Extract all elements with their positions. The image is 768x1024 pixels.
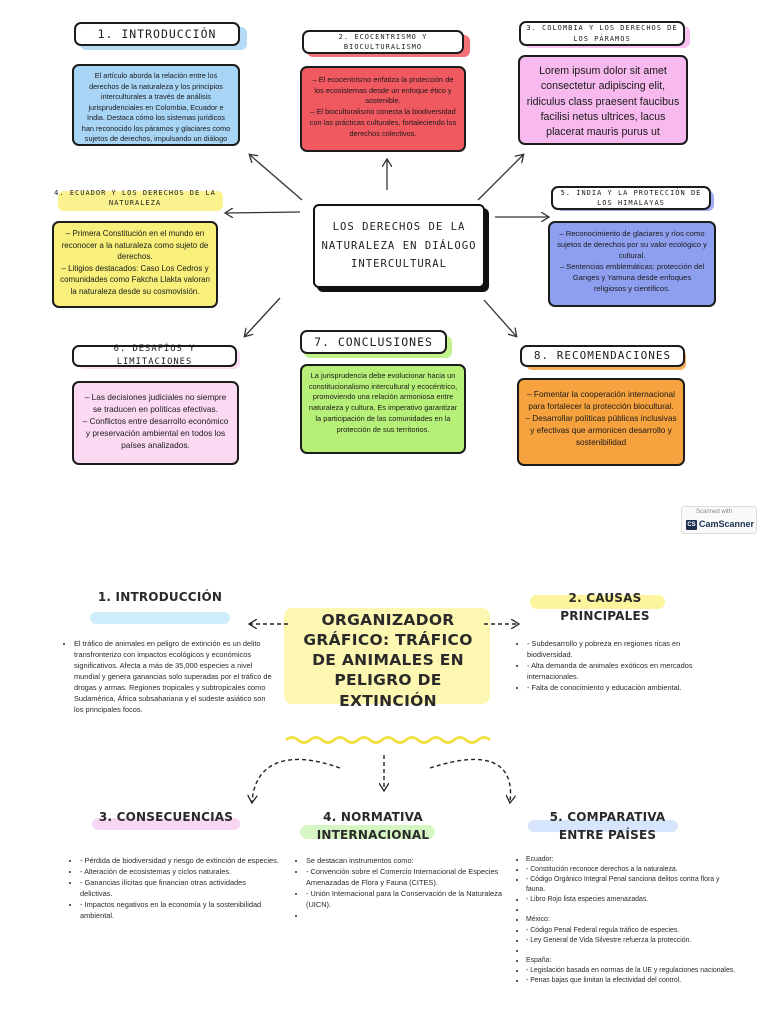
arrow-to-node-8 xyxy=(483,299,516,336)
section-3-item: - Pérdida de biodiversidad y riesgo de e… xyxy=(80,856,280,867)
node-8-body: – Fomentar la cooperación internacional … xyxy=(525,389,677,448)
node-5-body: – Reconocimiento de glaciares y ríos com… xyxy=(557,229,707,293)
section-5-item: - Penas bajas que limitan la efectividad… xyxy=(526,976,736,986)
section-5-item: - Legislación basada en normas de la UE … xyxy=(526,966,736,976)
node-3-body: Lorem ipsum dolor sit amet consectetur a… xyxy=(526,65,680,143)
section-5-item: España: xyxy=(526,956,736,966)
section-2-title: 2. CAUSAS PRINCIPALES xyxy=(560,591,650,623)
node-4-title: 4. ECUADOR Y LOS DERECHOS DE LA NATURALE… xyxy=(54,188,216,207)
arrow-to-node-4 xyxy=(226,212,301,213)
camscanner-logo-icon: CS xyxy=(686,520,697,530)
section-5-item: - Constitución reconoce derechos a la na… xyxy=(526,865,736,875)
section-1-title: 1. INTRODUCCIÓN xyxy=(97,590,223,604)
wavy-divider xyxy=(285,736,491,744)
organizer-title: ORGANIZADOR GRÁFICO: TRÁFICO DE ANIMALES… xyxy=(303,611,473,710)
node-1-card: El artículo aborda la relación entre los… xyxy=(72,64,240,146)
node-6-body: – Las decisiones judiciales no siempre s… xyxy=(82,392,229,451)
arrow-to-node-1 xyxy=(250,155,303,201)
section-5-item: México: xyxy=(526,915,736,925)
section-3-item: - Ganancias ilícitas que financian otras… xyxy=(80,878,280,900)
node-7-body: La jurisprudencia debe evolucionar hacia… xyxy=(308,371,458,434)
section-3-item: - Impactos negativos en la economía y la… xyxy=(80,900,280,922)
section-2-item: - Subdesarrollo y pobreza en regiones ri… xyxy=(527,639,727,661)
node-1-body: El artículo aborda la relación entre los… xyxy=(81,71,231,144)
section-4-item: - Unión Internacional para la Conservaci… xyxy=(306,889,506,911)
node-4-card: – Primera Constitución en el mundo en re… xyxy=(52,221,218,308)
section-1-item: El tráfico de animales en peligro de ext… xyxy=(74,639,274,716)
node-7-title: 7. CONCLUSIONES xyxy=(300,330,447,354)
node-3-title: 3. COLOMBIA Y LOS DERECHOS DE LOS PÁRAMO… xyxy=(519,21,685,46)
node-2-title: 2. ECOCENTRISMO Y BIOCULTURALISMO xyxy=(302,30,464,54)
section-2-list: - Subdesarrollo y pobreza en regiones ri… xyxy=(513,639,727,694)
node-8-card: – Fomentar la cooperación internacional … xyxy=(517,378,685,466)
section-3-list: - Pérdida de biodiversidad y riesgo de e… xyxy=(66,856,280,922)
mindmap-center-title: LOS DERECHOS DE LA NATURALEZA EN DIÁLOGO… xyxy=(313,204,485,288)
section-5-item: - Libro Rojo lista especies amenazadas. xyxy=(526,895,736,905)
node-3-card: Lorem ipsum dolor sit amet consectetur a… xyxy=(518,55,688,145)
node-7-card: La jurisprudencia debe evolucionar hacia… xyxy=(300,364,466,454)
section-4-item xyxy=(306,911,506,922)
node-1-title: 1. INTRODUCCIÓN xyxy=(74,22,240,46)
section-2-item: - Falta de conocimiento y educación ambi… xyxy=(527,683,727,694)
organizer-arrows xyxy=(0,580,768,820)
section-5-title: 5. COMPARATIVA ENTRE PAÍSES xyxy=(549,810,666,842)
section-5-item xyxy=(526,946,736,956)
arrow-to-node-3 xyxy=(477,155,523,201)
section-3-title: 3. CONSECUENCIAS xyxy=(98,810,234,824)
camscanner-brand: CamScanner xyxy=(699,519,755,529)
node-6-title: 6. DESAFÍOS Y LIMITACIONES xyxy=(72,344,237,367)
camscanner-label: Scanned with xyxy=(696,509,733,515)
section-5-list: Ecuador: - Constitución reconoce derecho… xyxy=(512,855,736,986)
node-6-card: – Las decisiones judiciales no siempre s… xyxy=(72,381,239,465)
arrow-to-node-6 xyxy=(245,297,281,336)
node-8-title: 8. RECOMENDACIONES xyxy=(520,345,685,367)
section-5-item: Ecuador: xyxy=(526,855,736,865)
section-2-item: - Alta demanda de animales exóticos en m… xyxy=(527,661,727,683)
node-2-body: – El ecocentrismo enfatiza la protección… xyxy=(309,75,457,138)
node-2-card: – El ecocentrismo enfatiza la protección… xyxy=(300,66,466,152)
section-4-item: - Convención sobre el Comercio Internaci… xyxy=(306,867,506,889)
section-5-item: - Código Orgánico Integral Penal sancion… xyxy=(526,875,736,895)
section-4-item: Se destacan instrumentos como: xyxy=(306,856,506,867)
section-1-list: El tráfico de animales en peligro de ext… xyxy=(60,639,274,716)
section-3-item: - Alteración de ecosistemas y ciclos nat… xyxy=(80,867,280,878)
section-4-title: 4. NORMATIVA INTERNACIONAL xyxy=(316,810,430,842)
section-5-item: - Código Penal Federal regula tráfico de… xyxy=(526,926,736,936)
camscanner-badge: Scanned with CS CamScanner xyxy=(681,506,757,534)
section-5-item: - Ley General de Vida Silvestre refuerza… xyxy=(526,936,736,946)
section-5-item xyxy=(526,905,736,915)
mindmap-arrows xyxy=(0,0,768,500)
node-4-body: – Primera Constitución en el mundo en re… xyxy=(60,229,210,296)
section-4-list: Se destacan instrumentos como: - Convenc… xyxy=(292,856,506,922)
node-5-title: 5. INDIA Y LA PROTECCIÓN DE LOS HIMALAYA… xyxy=(551,186,711,210)
node-5-card: – Reconocimiento de glaciares y ríos com… xyxy=(548,221,716,307)
